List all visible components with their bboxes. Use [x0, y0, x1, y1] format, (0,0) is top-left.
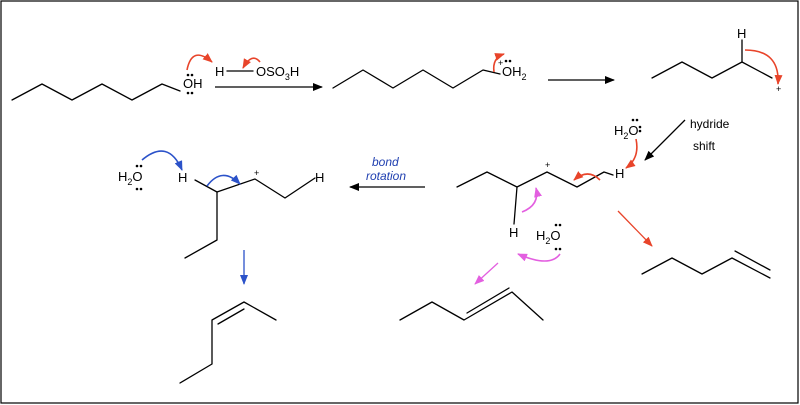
- migrating-h-label: H: [737, 26, 746, 41]
- blue-curved-arrow-internal-bond: [206, 174, 241, 187]
- red-curved-arrow-bond-break: [242, 57, 261, 69]
- pink-curved-arrow-internal-bond: [521, 187, 542, 213]
- acid-oso3h-label: OSO3H: [256, 64, 299, 82]
- acid-h-label: H: [215, 64, 224, 79]
- secondary-cation-plus: +: [545, 160, 550, 170]
- water-center-label: H2O: [536, 228, 561, 246]
- pink-product-arrow: [474, 262, 499, 285]
- beta-h-label: H: [509, 225, 518, 240]
- red-curved-arrow-water-loss: [492, 53, 505, 73]
- sulfuric-acid: H OSO3H: [215, 57, 299, 82]
- cis-2-pentene: [179, 301, 277, 384]
- water-left: H2O: [118, 150, 183, 191]
- pentene-double-bond: [734, 250, 771, 271]
- 1-pentene: [641, 250, 771, 279]
- secondary-carbocation: H H +: [456, 160, 624, 240]
- primary-cation-chain: [651, 61, 773, 79]
- oxonium-plus: +: [498, 58, 503, 68]
- rotated-terminal-h-label: H: [315, 170, 324, 185]
- rotated-cation-ethyl: [184, 179, 218, 259]
- water-top-right: H2O: [614, 118, 642, 169]
- rotated-cation-plus: +: [254, 168, 259, 178]
- water-center: H2O: [517, 223, 562, 262]
- hydride-shift-label-2: shift: [693, 139, 716, 153]
- cis-pentene-skeleton: [179, 301, 277, 384]
- rotated-beta-h-label: H: [178, 170, 187, 185]
- cis-pentene-double-bond: [217, 308, 245, 325]
- trans-pentene-skeleton: [399, 291, 544, 321]
- pentene-skeleton: [641, 257, 771, 279]
- primary-cation-plus: +: [776, 84, 781, 94]
- rotated-cation-propyl: [216, 177, 316, 199]
- blue-curved-arrow-deprotonation: [141, 150, 183, 171]
- oxonium-chain: [332, 69, 501, 89]
- secondary-cation-chain: [456, 171, 614, 188]
- hydride-shift-label-1: hydride: [690, 117, 730, 131]
- bond-rotation-label-2: rotation: [366, 169, 406, 183]
- trans-2-pentene: [399, 287, 544, 321]
- hydride-shift-arrow: [644, 119, 686, 161]
- pentanol-oh-label: OH: [183, 76, 203, 91]
- red-curved-arrow-protonation: [186, 53, 213, 71]
- red-curved-arrow-terminal-bond: [573, 171, 601, 181]
- oxonium-oh2-label: OH2: [502, 64, 527, 82]
- pentanol-chain: [11, 83, 181, 101]
- red-curved-arrow-hydride-shift: [744, 49, 783, 85]
- bond-rotation-label-1: bond: [372, 155, 399, 169]
- rotated-carbocation: H H +: [178, 168, 324, 259]
- water-left-label: H2O: [118, 169, 143, 187]
- oxonium-ion: OH2 +: [332, 53, 527, 89]
- red-curved-arrow-deprotonation-terminal: [625, 138, 638, 169]
- primary-carbocation: H +: [651, 26, 783, 94]
- pentanol: OH: [11, 53, 213, 101]
- terminal-h-label: H: [615, 166, 624, 181]
- pink-curved-arrow-deprotonation: [517, 253, 561, 262]
- trans-pentene-double-bond: [466, 287, 510, 314]
- water-tr-label: H2O: [614, 123, 639, 141]
- red-product-arrow: [617, 210, 653, 247]
